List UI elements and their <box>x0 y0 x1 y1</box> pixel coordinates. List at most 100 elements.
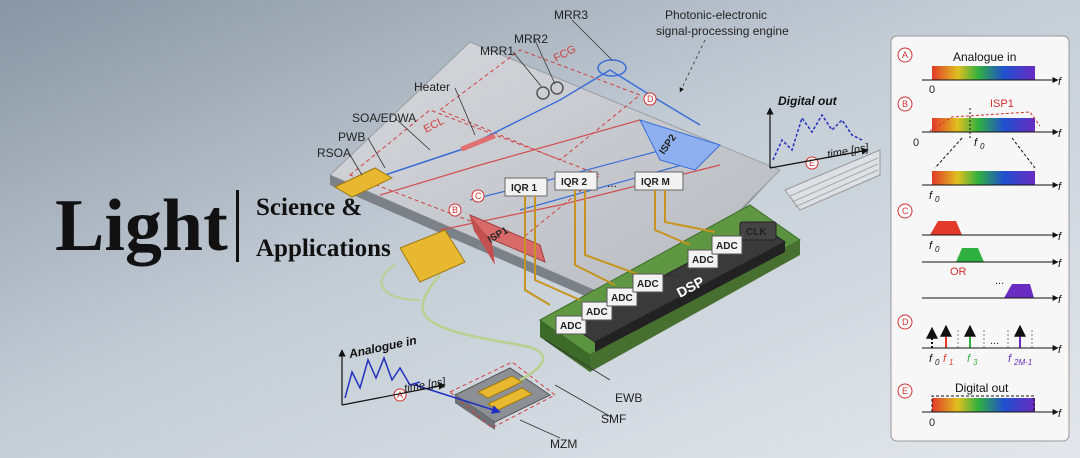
svg-text:Digital out: Digital out <box>955 381 1009 395</box>
svg-text:Digital out: Digital out <box>778 94 838 108</box>
logo-divider <box>236 190 239 262</box>
label-adc-dots: ... <box>667 265 677 279</box>
adc-box-1 <box>555 315 587 335</box>
svg-text:f: f <box>943 353 947 365</box>
svg-text:0: 0 <box>935 245 940 254</box>
svg-text:D: D <box>647 94 654 104</box>
ecl-region <box>349 109 601 241</box>
fcg-region <box>439 49 641 161</box>
panel-a: A Analogue in f 0 <box>897 47 1062 96</box>
svg-text:f: f <box>1058 128 1062 140</box>
logo-applications: Applications <box>256 235 391 262</box>
svg-text:E: E <box>809 158 815 168</box>
svg-text:1: 1 <box>949 358 953 367</box>
svg-text:0: 0 <box>913 137 919 149</box>
svg-text:3: 3 <box>973 358 978 367</box>
label-adc-3: ADC <box>611 293 633 304</box>
adc-box-6 <box>711 235 743 255</box>
label-smf: SMF <box>601 412 626 426</box>
mrr2-ring <box>550 81 564 95</box>
svg-text:f: f <box>929 240 933 252</box>
svg-text:B: B <box>452 205 458 215</box>
svg-text:f: f <box>1058 408 1062 420</box>
label-ewb: EWB <box>615 391 642 405</box>
label-mzm: MZM <box>550 437 577 451</box>
svg-text:0: 0 <box>935 195 940 204</box>
panel-e: E Digital out f 0 <box>897 381 1062 429</box>
svg-text:...: ... <box>995 275 1004 287</box>
svg-text:0: 0 <box>935 358 940 367</box>
svg-text:f: f <box>1058 231 1062 243</box>
label-adc-2: ADC <box>586 307 608 318</box>
label-adc-1: ADC <box>560 321 582 332</box>
digital-out-plot: Digital out time [ps] <box>766 94 870 169</box>
marker-b: B <box>448 203 462 217</box>
svg-text:f: f <box>967 353 971 365</box>
svg-text:f: f <box>929 190 933 202</box>
isp2-block <box>639 119 721 171</box>
clk-chip <box>739 221 777 241</box>
svg-text:f: f <box>929 353 933 365</box>
journal-logo: Light Science & Applications <box>55 185 391 267</box>
svg-text:OR: OR <box>950 266 967 278</box>
label-mrr1: MRR1 <box>480 44 514 58</box>
adc-box-5 <box>687 249 719 269</box>
label-iqr2: IQR 2 <box>561 177 588 188</box>
label-mrr2: MRR2 <box>514 32 548 46</box>
dsp-board <box>524 149 881 372</box>
label-engine-line1: Photonic-electronic <box>665 8 767 22</box>
mzm-modulator <box>414 361 556 430</box>
svg-text:0: 0 <box>980 142 985 151</box>
label-iqr-dots: ... <box>607 176 617 190</box>
svg-text:C: C <box>475 191 482 201</box>
marker-e: E <box>805 156 819 170</box>
svg-text:2M-1: 2M-1 <box>1013 358 1032 367</box>
label-engine-line2: signal-processing engine <box>656 24 789 38</box>
label-rsoa: RSOA <box>317 146 351 160</box>
heater <box>460 133 496 152</box>
marker-d: D <box>643 92 657 106</box>
svg-text:C: C <box>902 206 909 216</box>
svg-text:f: f <box>1058 344 1062 356</box>
label-adc-6: ADC <box>716 241 738 252</box>
adc-box-4 <box>632 273 664 293</box>
svg-text:...: ... <box>990 335 999 347</box>
svg-text:A: A <box>902 50 908 60</box>
leader-lines <box>349 19 706 439</box>
input-pads <box>399 229 466 283</box>
label-iqr1: IQR 1 <box>511 183 538 194</box>
svg-text:f: f <box>1058 258 1062 270</box>
label-mrr3: MRR3 <box>554 8 588 22</box>
svg-text:f: f <box>974 137 978 149</box>
adc-box-3 <box>606 287 638 307</box>
label-adc-4: ADC <box>637 279 659 290</box>
smf-fiber <box>421 274 545 382</box>
label-soa-edwa: SOA/EDWA <box>352 111 416 125</box>
marker-c: C <box>471 189 485 203</box>
svg-text:E: E <box>902 386 908 396</box>
label-clk: CLK <box>746 227 767 238</box>
svg-text:A: A <box>397 390 403 400</box>
svg-text:f: f <box>1058 181 1062 193</box>
logo-science: Science & <box>256 194 362 221</box>
svg-text:f: f <box>1058 294 1062 306</box>
svg-text:f: f <box>1008 353 1012 365</box>
svg-text:Analogue in: Analogue in <box>953 50 1016 64</box>
svg-text:0: 0 <box>929 417 935 429</box>
svg-text:D: D <box>902 317 909 327</box>
svg-text:0: 0 <box>929 84 935 96</box>
svg-text:ISP1: ISP1 <box>990 98 1014 110</box>
label-adc-5: ADC <box>692 255 714 266</box>
mrr1-ring <box>536 86 550 100</box>
logo-light: Light <box>55 185 228 267</box>
iqrm-box <box>634 171 684 191</box>
adc-box-2 <box>581 301 613 321</box>
label-heater: Heater <box>414 80 450 94</box>
svg-text:B: B <box>902 99 908 109</box>
